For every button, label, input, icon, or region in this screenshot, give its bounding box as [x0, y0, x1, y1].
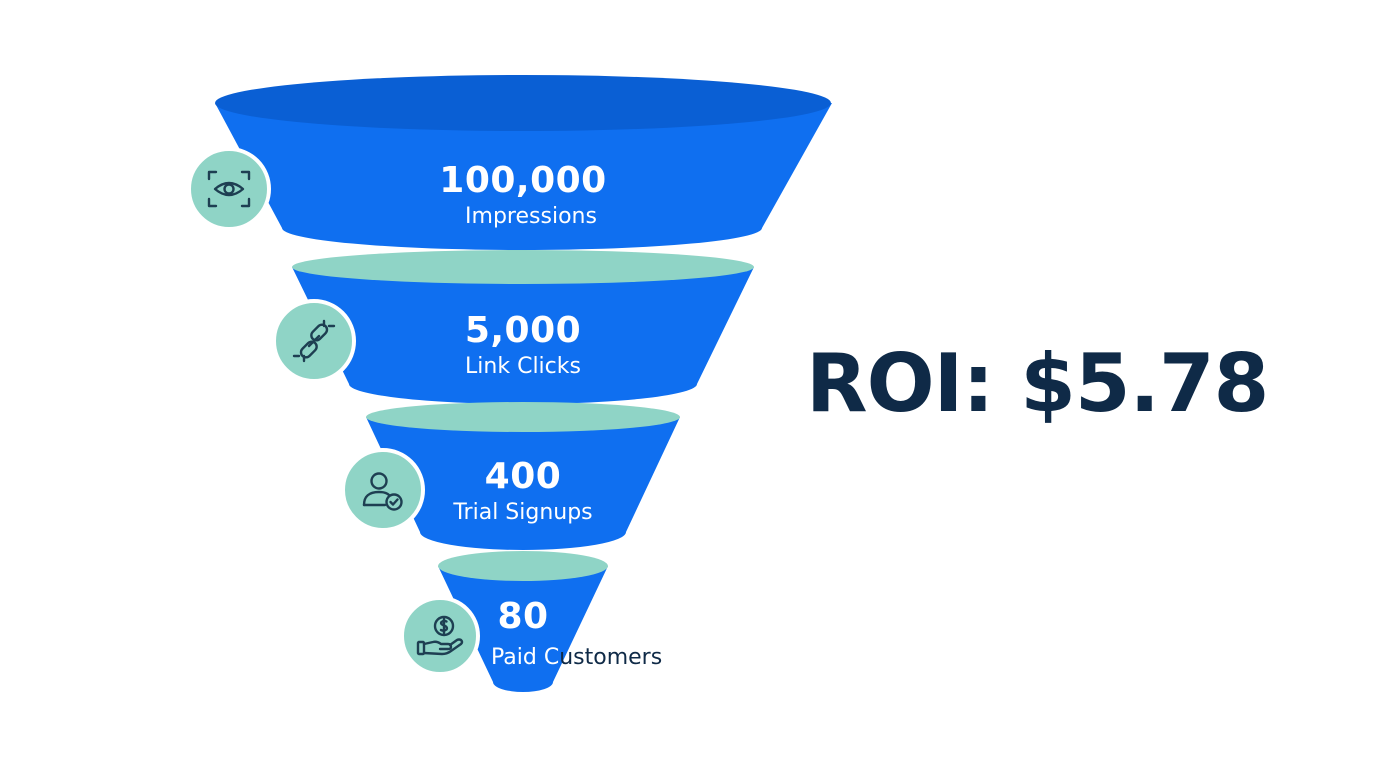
funnel-stage-2-rim — [292, 250, 754, 284]
stage-value-paid-customers: 80 — [497, 596, 549, 637]
stage-label-link-clicks: Link Clicks — [465, 354, 581, 379]
funnel-stage-1-rim — [215, 75, 831, 131]
funnel-stage-4-rim — [438, 551, 608, 581]
funnel-stage-impressions — [215, 75, 832, 250]
stage-label-paid-customers: Paid Customers — [491, 647, 731, 669]
stage-label-paid-customers-text: Paid Customers — [491, 645, 663, 670]
funnel-stage-paid-customers — [438, 551, 608, 692]
stage-label-trial-signups: Trial Signups — [453, 500, 593, 525]
hand-dollar-icon — [400, 596, 480, 676]
funnel-stage-3-body — [366, 417, 680, 550]
stage-value-impressions: 100,000 — [439, 160, 607, 201]
stage-value-trial-signups: 400 — [484, 456, 562, 497]
stage-label-impressions: Impressions — [465, 204, 597, 229]
link-icon — [272, 299, 356, 383]
user-check-icon — [341, 448, 425, 532]
funnel-stage-trial-signups — [366, 402, 680, 550]
roi-value: ROI: $5.78 — [806, 337, 1269, 430]
eye-icon — [187, 147, 271, 231]
funnel-stage-1-body — [215, 103, 832, 250]
funnel-stage-2-body — [292, 267, 754, 404]
stage-value-link-clicks: 5,000 — [464, 310, 582, 351]
funnel-stage-4-body — [438, 566, 608, 692]
funnel-stage-3-rim — [366, 402, 680, 432]
funnel-stage-link-clicks — [292, 250, 754, 404]
